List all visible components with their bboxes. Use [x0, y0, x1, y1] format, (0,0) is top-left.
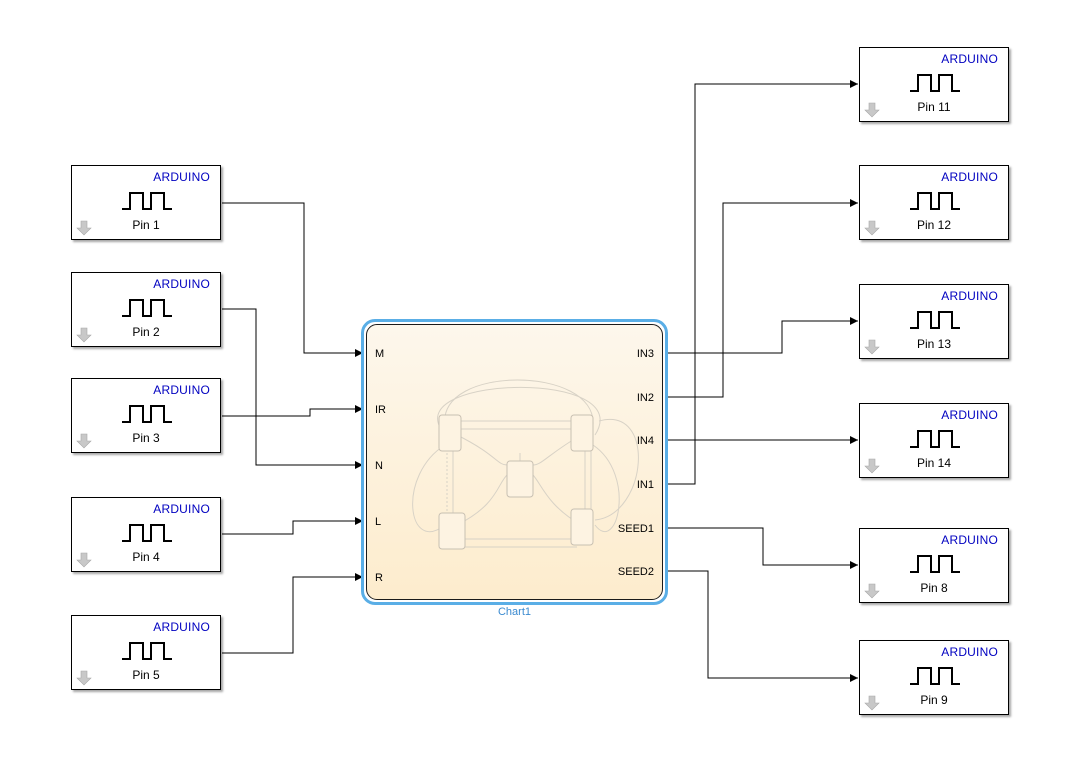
arrow-down-icon [864, 102, 880, 118]
arduino-brand-label: ARDUINO [153, 383, 210, 397]
pulse-wave-icon [910, 430, 960, 448]
input-port-m[interactable]: M [375, 348, 385, 360]
arduino-block-pin-8[interactable]: ARDUINO Pin 8 [859, 528, 1009, 603]
output-port-in3[interactable]: IN3 [636, 348, 654, 360]
output-port-in2[interactable]: IN2 [636, 392, 654, 404]
arduino-block-pin-14[interactable]: ARDUINO Pin 14 [859, 403, 1009, 478]
chart-thumbnail-icon [412, 379, 639, 550]
pin-label: Pin 4 [132, 550, 160, 564]
line-pin3-to-ir[interactable] [222, 405, 363, 417]
pulse-wave-icon [910, 192, 960, 210]
arduino-block-pin-11[interactable]: ARDUINO Pin 11 [859, 47, 1009, 122]
pulse-wave-icon [910, 667, 960, 685]
arduino-brand-label: ARDUINO [153, 502, 210, 516]
line-in3-to-pin13[interactable] [666, 317, 858, 354]
line-seed2-to-pin9[interactable] [666, 570, 858, 682]
arduino-brand-label: ARDUINO [941, 533, 998, 547]
pulse-wave-icon [910, 74, 960, 92]
line-pin4-to-l[interactable] [222, 517, 363, 535]
line-pin5-to-r[interactable] [222, 573, 363, 654]
output-port-seed1[interactable]: SEED1 [617, 523, 654, 535]
arduino-block-pin-13[interactable]: ARDUINO Pin 13 [859, 284, 1009, 359]
pin-label: Pin 12 [916, 218, 952, 232]
chart-name-label[interactable]: Chart1 [497, 606, 532, 618]
arduino-block-pin-12[interactable]: ARDUINO Pin 12 [859, 165, 1009, 240]
pin-label: Pin 8 [920, 581, 948, 595]
line-pin1-to-m[interactable] [222, 202, 363, 357]
chart-body: M IR N L R IN3 IN2 IN4 IN1 SEED1 SEED2 [366, 324, 663, 600]
pin-label: Pin 13 [916, 337, 952, 351]
arduino-brand-label: ARDUINO [153, 277, 210, 291]
arduino-block-pin-2[interactable]: ARDUINO Pin 2 [71, 272, 221, 347]
arduino-block-pin-4[interactable]: ARDUINO Pin 4 [71, 497, 221, 572]
arduino-brand-label: ARDUINO [941, 52, 998, 66]
input-port-l[interactable]: L [375, 516, 382, 528]
arrow-down-icon [76, 552, 92, 568]
pin-label: Pin 2 [132, 325, 160, 339]
arduino-brand-label: ARDUINO [941, 408, 998, 422]
line-seed1-to-pin8[interactable] [666, 527, 858, 569]
arrow-down-icon [864, 458, 880, 474]
pin-label: Pin 5 [132, 668, 160, 682]
arduino-brand-label: ARDUINO [153, 620, 210, 634]
arrow-down-icon [864, 220, 880, 236]
arrow-down-icon [76, 670, 92, 686]
line-in1-to-pin11[interactable] [666, 80, 858, 485]
arduino-block-pin-9[interactable]: ARDUINO Pin 9 [859, 640, 1009, 715]
pulse-wave-icon [122, 192, 172, 210]
stateflow-chart-block[interactable]: M IR N L R IN3 IN2 IN4 IN1 SEED1 SEED2 [361, 319, 668, 605]
arrow-down-icon [76, 327, 92, 343]
arrow-down-icon [864, 583, 880, 599]
input-port-ir[interactable]: IR [375, 404, 386, 416]
output-port-seed2[interactable]: SEED2 [617, 566, 654, 578]
pin-label: Pin 14 [916, 456, 952, 470]
pulse-wave-icon [910, 555, 960, 573]
arduino-brand-label: ARDUINO [941, 289, 998, 303]
arrow-down-icon [864, 695, 880, 711]
arduino-brand-label: ARDUINO [941, 645, 998, 659]
output-port-in1[interactable]: IN1 [636, 479, 654, 491]
pin-label: Pin 1 [132, 218, 160, 232]
pulse-wave-icon [122, 642, 172, 660]
arrow-down-icon [864, 339, 880, 355]
line-pin2-to-n[interactable] [222, 308, 363, 469]
arrow-down-icon [76, 220, 92, 236]
arduino-block-pin-3[interactable]: ARDUINO Pin 3 [71, 378, 221, 453]
arduino-block-pin-5[interactable]: ARDUINO Pin 5 [71, 615, 221, 690]
output-port-in4[interactable]: IN4 [636, 435, 654, 447]
pin-label: Pin 3 [132, 431, 160, 445]
pin-label: Pin 11 [917, 100, 951, 114]
pulse-wave-icon [122, 524, 172, 542]
input-port-n[interactable]: N [375, 460, 383, 472]
arrow-down-icon [76, 433, 92, 449]
pulse-wave-icon [122, 299, 172, 317]
pin-label: Pin 9 [920, 693, 948, 707]
pulse-wave-icon [122, 405, 172, 423]
arduino-brand-label: ARDUINO [941, 170, 998, 184]
arduino-block-pin-1[interactable]: ARDUINO Pin 1 [71, 165, 221, 240]
arduino-brand-label: ARDUINO [153, 170, 210, 184]
input-port-r[interactable]: R [375, 572, 383, 584]
pulse-wave-icon [910, 311, 960, 329]
